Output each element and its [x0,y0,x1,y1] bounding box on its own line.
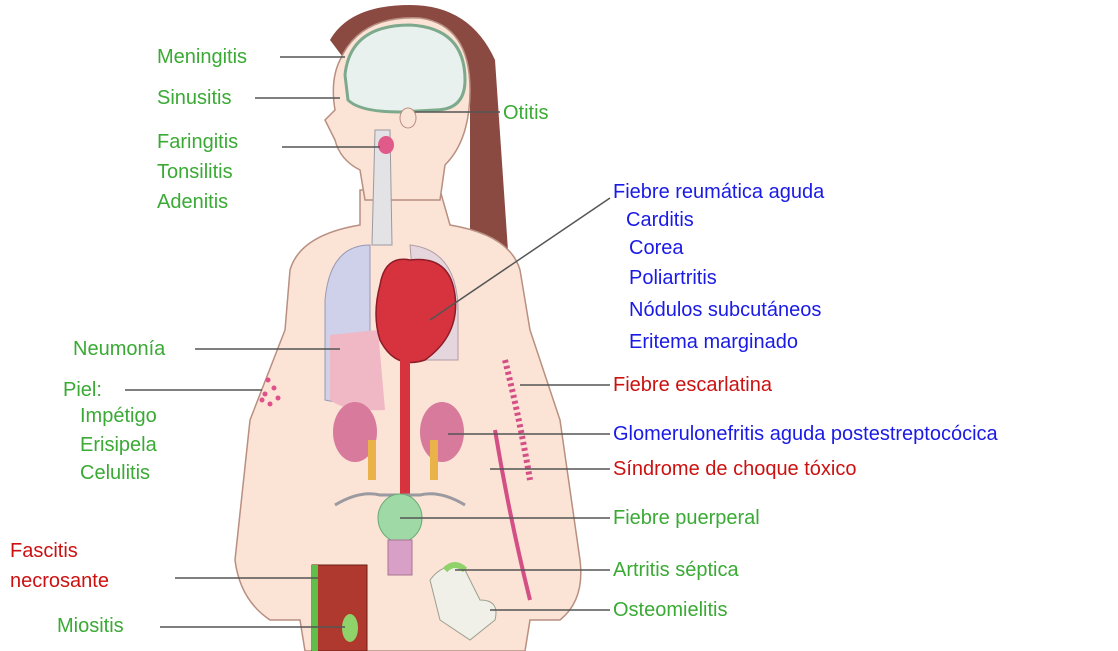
label-tonsilitis: Tonsilitis [157,160,233,184]
label-nodulos: Nódulos subcutáneos [629,298,821,322]
label-neumonia: Neumonía [73,337,165,361]
brain-shape [345,25,465,112]
label-otitis: Otitis [503,101,549,125]
label-piel: Piel: [63,378,102,402]
label-fiebre-reumatica: Fiebre reumática aguda [613,180,824,204]
label-sinusitis: Sinusitis [157,86,231,110]
label-adenitis: Adenitis [157,190,228,214]
label-artritis: Artritis séptica [613,558,739,582]
label-carditis: Carditis [626,208,694,232]
label-miositis: Miositis [57,614,124,638]
ear-shape [400,108,416,128]
label-fiebre-escarlatina: Fiebre escarlatina [613,373,772,397]
label-meningitis: Meningitis [157,45,247,69]
muscle-shape [312,565,367,651]
label-glomerulonefritis: Glomerulonefritis aguda postestreptocóci… [613,422,998,446]
label-erisipela: Erisipela [80,433,157,457]
aorta [400,350,410,510]
label-faringitis: Faringitis [157,130,238,154]
label-corea: Corea [629,236,683,260]
label-fiebre-puerperal: Fiebre puerperal [613,506,760,530]
right-ureter [430,440,438,480]
cervix [388,540,412,575]
left-ureter [368,440,376,480]
label-celulitis: Celulitis [80,461,150,485]
label-impetigo: Impétigo [80,404,157,428]
right-kidney [420,402,464,462]
label-fascitis-line1: Fascitis [10,539,78,563]
label-choque-toxico: Síndrome de choque tóxico [613,457,857,481]
label-fascitis-line2: necrosante [10,569,109,593]
label-osteomielitis: Osteomielitis [613,598,727,622]
label-poliartritis: Poliartritis [629,266,717,290]
lung-infection [330,330,385,410]
tonsil-shape [378,136,394,154]
myositis-spot [342,614,358,642]
label-eritema: Eritema marginado [629,330,798,354]
